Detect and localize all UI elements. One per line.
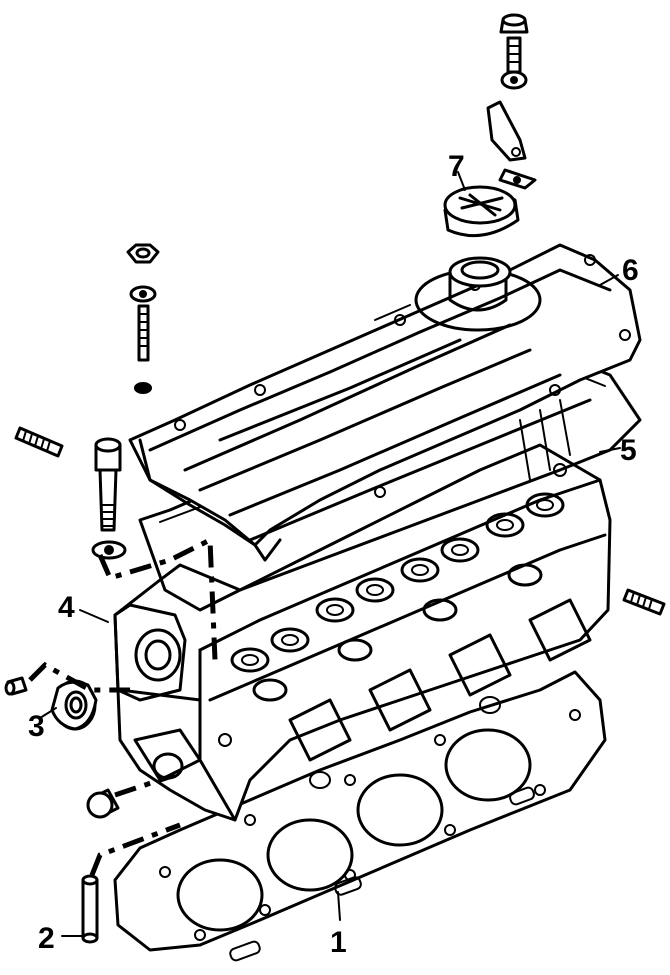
breather-bracket <box>486 13 537 190</box>
gasket-bore-4 <box>444 728 532 802</box>
assembly-lines <box>28 536 218 876</box>
cover-stud-nut <box>126 243 160 394</box>
callout-7: 7 <box>448 150 465 183</box>
valve-seats <box>230 492 565 702</box>
leader-lines <box>39 171 621 937</box>
gasket-bore-3 <box>356 773 444 847</box>
callout-2: 2 <box>38 922 55 955</box>
small-dowel <box>4 676 28 696</box>
camshaft-bore <box>134 628 182 682</box>
valve-cover <box>128 243 642 562</box>
guide-dowel <box>81 874 99 944</box>
callout-3: 3 <box>28 710 45 743</box>
oil-filler-cap <box>443 185 520 238</box>
callout-1: 1 <box>330 926 347 959</box>
callout-4: 4 <box>58 591 75 624</box>
manifold-stud-left <box>14 426 64 458</box>
head-plug <box>86 788 120 819</box>
callout-6: 6 <box>622 254 639 287</box>
camshaft-seal <box>50 679 98 731</box>
head-gasket <box>113 670 607 962</box>
cylinder-head <box>113 443 612 822</box>
manifold-stud-right <box>622 588 666 616</box>
gasket-bore-1 <box>176 858 264 932</box>
gasket-bore-2 <box>266 818 354 892</box>
callout-5: 5 <box>620 434 637 467</box>
head-bolt <box>91 437 127 560</box>
